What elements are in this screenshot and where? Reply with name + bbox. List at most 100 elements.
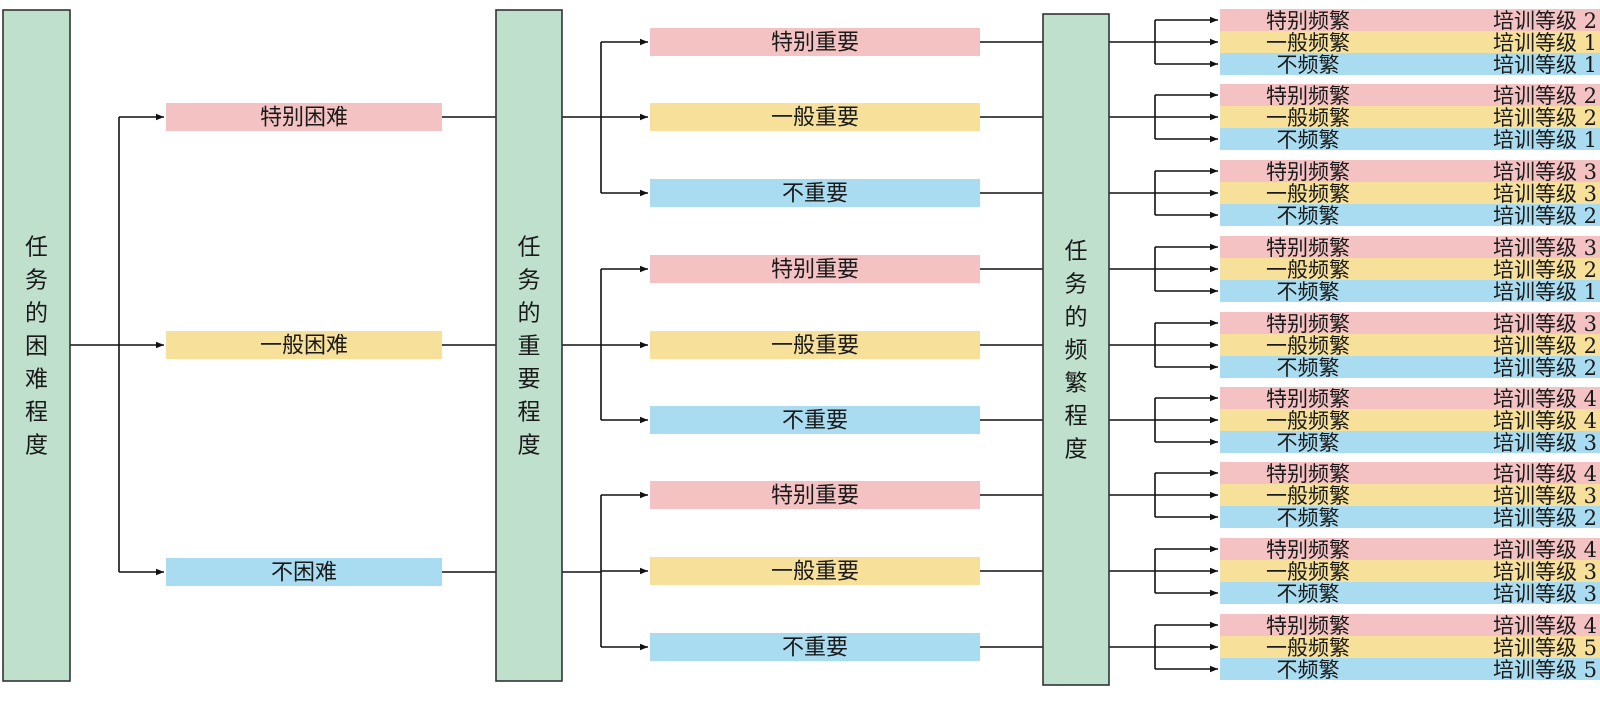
frequency-label: 一般频繁 (1266, 106, 1350, 130)
difficulty-label: 特别困难 (260, 106, 348, 131)
difficulty-column (2, 9, 71, 682)
frequency-label: 特别频繁 (1266, 312, 1350, 336)
frequency-leaf-box (1220, 538, 1600, 560)
frequency-leaf-box (1220, 204, 1600, 226)
frequency-label: 特别频繁 (1266, 538, 1350, 562)
importance-box (650, 103, 980, 131)
frequency-label: 一般频繁 (1266, 334, 1350, 358)
frequency-label: 不频繁 (1277, 506, 1340, 530)
frequency-label: 一般频繁 (1266, 636, 1350, 660)
frequency-label: 特别频繁 (1266, 462, 1350, 486)
training-grade-label: 培训等级 3 (1493, 182, 1597, 206)
frequency-label: 不频繁 (1277, 280, 1340, 304)
importance-label: 特别重要 (771, 484, 859, 509)
frequency-leaf-box (1220, 506, 1600, 528)
importance-box (650, 179, 980, 207)
frequency-label: 不频繁 (1277, 658, 1340, 682)
connector-lines (70, 16, 1218, 673)
frequency-leaf-box (1220, 356, 1600, 378)
frequency-leaf-box (1220, 560, 1600, 582)
training-grade-label: 培训等级 5 (1493, 658, 1597, 682)
training-grade-label: 培训等级 1 (1493, 280, 1597, 304)
frequency-label: 一般频繁 (1266, 31, 1350, 55)
importance-label: 一般重要 (771, 334, 859, 359)
frequency-label: 特别频繁 (1266, 84, 1350, 108)
frequency-leaf-box (1220, 182, 1600, 204)
importance-label: 特别重要 (771, 31, 859, 56)
training-grade-label: 培训等级 3 (1493, 160, 1597, 184)
training-grade-label: 培训等级 3 (1493, 484, 1597, 508)
frequency-label: 特别频繁 (1266, 236, 1350, 260)
frequency-leaf-box (1220, 280, 1600, 302)
training-grade-label: 培训等级 2 (1493, 84, 1597, 108)
importance-label: 不重要 (782, 182, 848, 207)
frequency-label: 一般频繁 (1266, 409, 1350, 433)
frequency-label: 不频繁 (1277, 128, 1340, 152)
frequency-label: 不频繁 (1277, 582, 1340, 606)
frequency-label: 一般频繁 (1266, 560, 1350, 584)
importance-box (650, 28, 980, 56)
training-grade-label: 培训等级 3 (1493, 582, 1597, 606)
frequency-label: 特别频繁 (1266, 9, 1350, 33)
training-grade-label: 培训等级 5 (1493, 636, 1597, 660)
training-grade-label: 培训等级 3 (1493, 431, 1597, 455)
training-grade-label: 培训等级 3 (1493, 236, 1597, 260)
frequency-label: 一般频繁 (1266, 484, 1350, 508)
training-grade-label: 培训等级 1 (1493, 31, 1597, 55)
frequency-leaf-box (1220, 53, 1600, 75)
frequency-label: 特别频繁 (1266, 387, 1350, 411)
frequency-leaf-box (1220, 658, 1600, 680)
importance-box (650, 481, 980, 509)
importance-box (650, 633, 980, 661)
training-grade-label: 培训等级 2 (1493, 506, 1597, 530)
training-grade-label: 培训等级 4 (1493, 387, 1597, 411)
frequency-leaf-box (1220, 31, 1600, 53)
training-grade-label: 培训等级 4 (1493, 538, 1597, 562)
importance-label: 一般重要 (771, 560, 859, 585)
frequency-column-label: 任务的频繁程度 (1065, 239, 1088, 463)
frequency-leaf-box (1220, 484, 1600, 506)
frequency-leaf-box (1220, 160, 1600, 182)
node-boxes: 任务的困难程度任务的重要程度任务的频繁程度特别困难一般困难不困难特别重要一般重要… (2, 9, 1600, 686)
importance-label: 不重要 (782, 636, 848, 661)
frequency-label: 不频繁 (1277, 356, 1340, 380)
frequency-label: 一般频繁 (1266, 182, 1350, 206)
training-grade-label: 培训等级 2 (1493, 334, 1597, 358)
importance-box (650, 557, 980, 585)
difficulty-box (166, 558, 442, 586)
difficulty-label: 一般困难 (260, 334, 348, 359)
frequency-label: 不频繁 (1277, 53, 1340, 77)
importance-box (650, 406, 980, 434)
difficulty-column-label: 任务的困难程度 (25, 235, 48, 459)
training-grade-label: 培训等级 2 (1493, 9, 1597, 33)
importance-column-label: 任务的重要程度 (518, 235, 541, 459)
frequency-label: 不频繁 (1277, 204, 1340, 228)
importance-column (495, 9, 563, 682)
training-grade-label: 培训等级 4 (1493, 409, 1597, 433)
frequency-leaf-box (1220, 614, 1600, 636)
training-grade-label: 培训等级 2 (1493, 258, 1597, 282)
training-grade-label: 培训等级 2 (1493, 204, 1597, 228)
frequency-leaf-box (1220, 582, 1600, 604)
training-grade-label: 培训等级 3 (1493, 312, 1597, 336)
frequency-leaf-box (1220, 387, 1600, 409)
frequency-leaf-box (1220, 236, 1600, 258)
difficulty-label: 不困难 (271, 561, 337, 586)
training-grade-label: 培训等级 1 (1493, 53, 1597, 77)
importance-box (650, 255, 980, 283)
frequency-leaf-box (1220, 128, 1600, 150)
training-grade-label: 培训等级 2 (1493, 356, 1597, 380)
training-grade-label: 培训等级 1 (1493, 128, 1597, 152)
frequency-leaf-box (1220, 312, 1600, 334)
frequency-label: 不频繁 (1277, 431, 1340, 455)
frequency-leaf-box (1220, 106, 1600, 128)
training-grade-label: 培训等级 3 (1493, 560, 1597, 584)
importance-label: 一般重要 (771, 106, 859, 131)
difficulty-box (166, 331, 442, 359)
importance-box (650, 331, 980, 359)
importance-label: 不重要 (782, 409, 848, 434)
frequency-label: 一般频繁 (1266, 258, 1350, 282)
frequency-leaf-box (1220, 258, 1600, 280)
training-grade-label: 培训等级 4 (1493, 614, 1597, 638)
